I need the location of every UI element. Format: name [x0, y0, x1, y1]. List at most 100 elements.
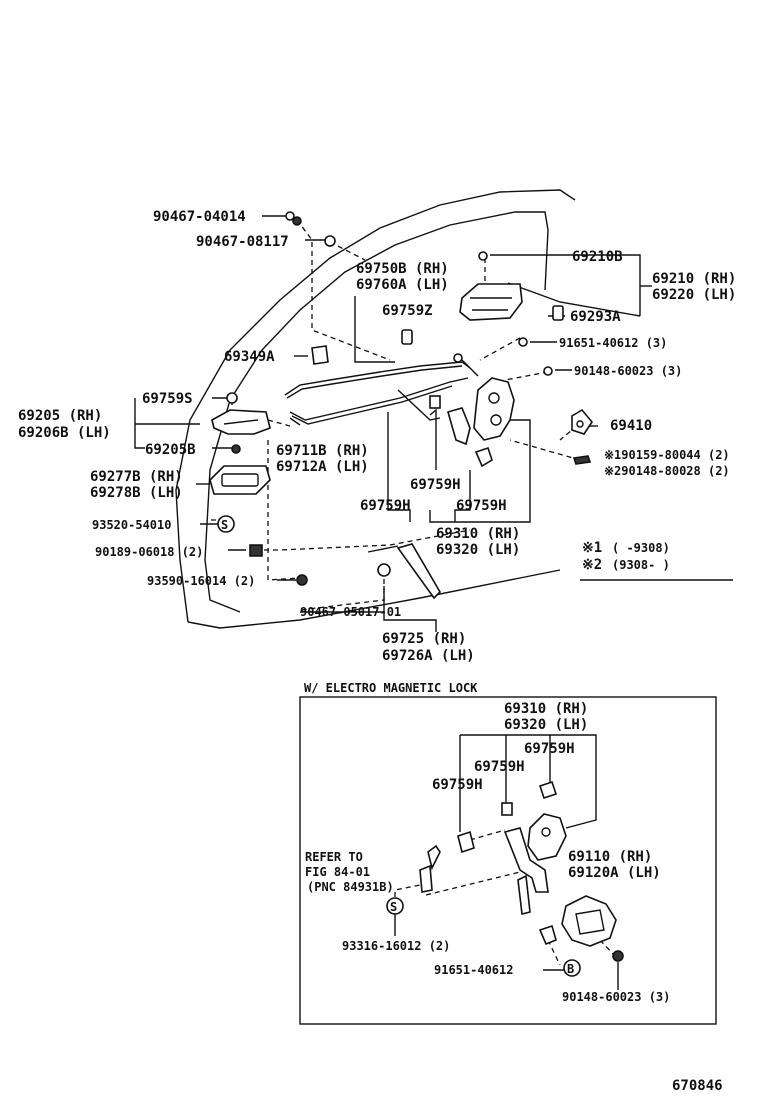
inset-actuator-icon [561, 895, 617, 947]
inset-screw-icon [538, 924, 557, 946]
inset-label-69759H-c: 69759H [432, 777, 483, 793]
inset-screw-icon [612, 950, 624, 962]
door-lock-icon [473, 377, 515, 441]
clip-icon [429, 395, 441, 409]
screw-icon [518, 337, 528, 347]
label-69759H-c: 69759H [456, 498, 507, 514]
bolt-icon [285, 211, 295, 221]
inset-label-69110: 69110 (RH) [568, 849, 652, 865]
bolt-icon [377, 563, 391, 577]
inset-refer-2: FIG 84-01 [305, 865, 370, 879]
label-69293A: 69293A [570, 309, 621, 325]
label-90148-80028: ※290148-80028 (2) [604, 464, 730, 478]
inset-clip-icon [457, 830, 475, 854]
inset-label-90148-60023: 90148-60023 (3) [562, 990, 670, 1004]
label-90148-60023-3: 90148-60023 (3) [574, 364, 682, 378]
legend-range-1: ( -9308) [612, 541, 670, 555]
legend-mark-2: ※2 [582, 557, 602, 573]
top-labels: 90467-04014 90467-08117 69750B (RH) 6976… [18, 209, 736, 664]
label-69278B: 69278B (LH) [90, 485, 183, 501]
inset-label-93316-16012: 93316-16012 (2) [342, 939, 450, 953]
inset-bracket-icon [517, 874, 531, 915]
inset-label-69759H-a: 69759H [524, 741, 575, 757]
legend-range-2: (9308- ) [612, 558, 670, 572]
label-91651-40612-3: 91651-40612 (3) [559, 336, 667, 350]
inset-label-69120A: 69120A (LH) [568, 865, 661, 881]
inset-rod-icon [427, 844, 441, 871]
screw-icon [478, 251, 488, 261]
label-69711B: 69711B (RH) [276, 443, 369, 459]
label-69206B: 69206B (LH) [18, 425, 111, 441]
outside-handle-icon [459, 283, 523, 321]
label-69205B: 69205B [145, 442, 196, 458]
inset-frame [299, 696, 717, 1025]
rod-clip-icon [311, 345, 329, 365]
inset-electro-magnetic-lock: W/ ELECTRO MAGNETIC LOCK 69310 (RH) 6932… [299, 681, 717, 1025]
inset-label-69310: 69310 (RH) [504, 701, 588, 717]
figure-number: 670846 [672, 1078, 723, 1094]
inset-rod-icon [419, 864, 433, 893]
clip-icon [474, 446, 493, 468]
label-69277B: 69277B (RH) [90, 469, 183, 485]
svg-text:S: S [221, 518, 228, 532]
inset-clip-icon [538, 780, 558, 800]
clip-icon [552, 305, 564, 321]
handle-bezel-icon [209, 465, 271, 495]
inset-label-69759H-b: 69759H [474, 759, 525, 775]
label-69349A: 69349A [224, 349, 275, 365]
label-69320: 69320 (LH) [436, 542, 520, 558]
clip-icon [296, 574, 308, 586]
solid-leaders [134, 215, 733, 632]
label-90467-08117: 90467-08117 [196, 234, 289, 250]
label-69210: 69210 (RH) [652, 271, 736, 287]
rods [284, 361, 471, 425]
legend: ※1 ( -9308) ※2 (9308- ) [582, 540, 670, 573]
label-93590-16014: 93590-16014 (2) [147, 574, 255, 588]
label-69726A: 69726A (LH) [382, 648, 475, 664]
label-69725: 69725 (RH) [382, 631, 466, 647]
label-69759S: 69759S [142, 391, 193, 407]
label-93520-54010: 93520-54010 [92, 518, 171, 532]
inset-label-91651-40612: 91651-40612 [434, 963, 513, 977]
inset-refer-1: REFER TO [305, 850, 363, 864]
label-69750B: 69750B (RH) [356, 261, 449, 277]
grommet-icon [217, 515, 235, 533]
label-69205: 69205 (RH) [18, 408, 102, 424]
rear-channel-icon [396, 543, 442, 600]
label-69220: 69220 (LH) [652, 287, 736, 303]
label-69759H-b: 69759H [360, 498, 411, 514]
label-69210B: 69210B [572, 249, 623, 265]
screw-icon [572, 455, 592, 465]
label-69310: 69310 (RH) [436, 526, 520, 542]
label-69759H-a: 69759H [410, 477, 461, 493]
clip-icon [226, 392, 238, 404]
nut-icon [292, 216, 302, 226]
inset-lever-icon [503, 827, 549, 893]
label-69410: 69410 [610, 418, 652, 434]
label-90159-80044: ※190159-80044 (2) [604, 448, 730, 462]
clip-icon [401, 329, 413, 345]
label-90467-05017-01: 90467-05017-01 [300, 605, 401, 619]
screw-icon [231, 444, 241, 454]
svg-text:S: S [390, 900, 397, 914]
inset-refer-3: (PNC 84931B) [307, 880, 394, 894]
label-90467-04014: 90467-04014 [153, 209, 246, 225]
inset-label-69320: 69320 (LH) [504, 717, 588, 733]
label-69712A: 69712A (LH) [276, 459, 369, 475]
parts-top: S [209, 211, 593, 600]
inset-grommet-icon [386, 897, 404, 915]
label-69760A: 69760A (LH) [356, 277, 449, 293]
legend-mark-1: ※1 [582, 540, 602, 556]
clip-icon [249, 544, 263, 557]
inset-title: W/ ELECTRO MAGNETIC LOCK [304, 681, 478, 695]
label-90189-06018: 90189-06018 (2) [95, 545, 203, 559]
svg-text:B: B [567, 962, 574, 976]
inset-clip-icon [501, 802, 513, 816]
inset-door-lock-icon [527, 813, 567, 861]
inset-bolt-icon [563, 959, 581, 977]
screw-icon [453, 353, 463, 363]
lock-lever-icon [447, 407, 471, 446]
nut-icon [324, 235, 336, 247]
screw-icon [543, 366, 553, 376]
